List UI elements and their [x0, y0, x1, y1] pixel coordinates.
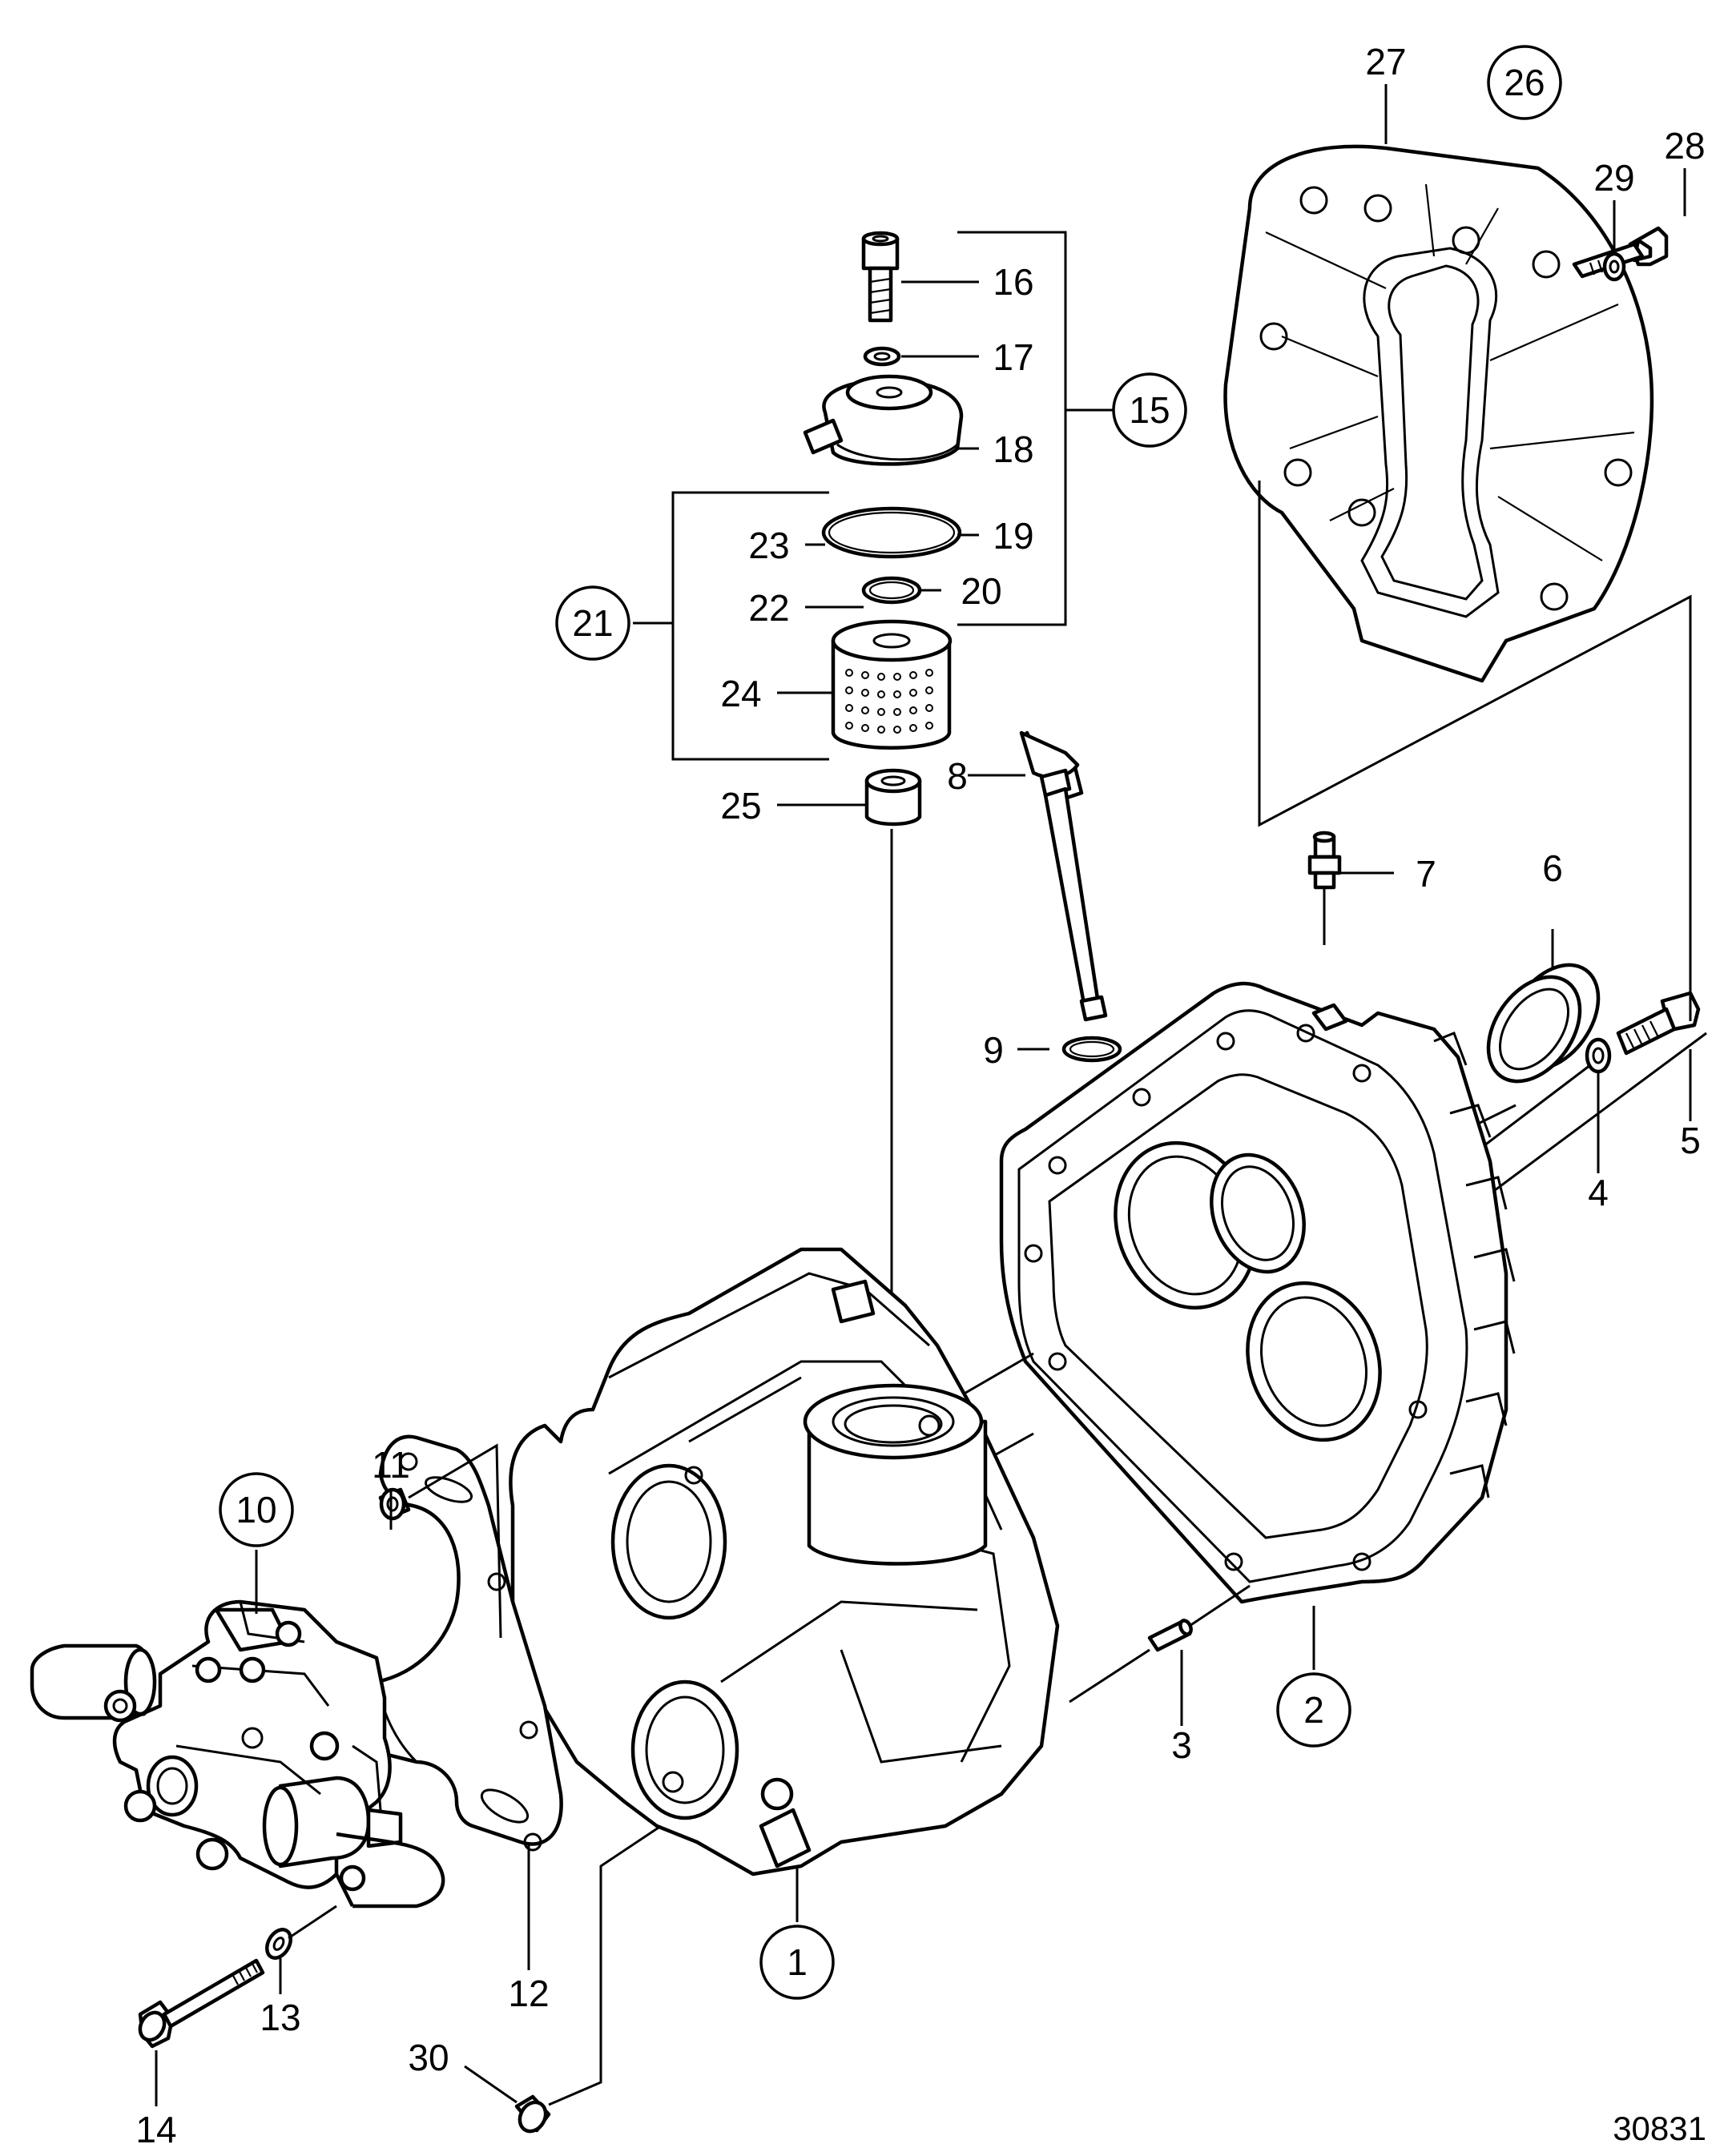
drawing-reference-number: 30831 [1613, 2110, 1706, 2147]
housing-1-filter-boss [803, 1383, 988, 1566]
callout-1: 1 [759, 1925, 835, 2000]
filter-element-24 [831, 619, 953, 750]
plug-30 [514, 1824, 662, 2134]
callout-19: 19 [993, 515, 1033, 557]
callout-3: 3 [1171, 1724, 1192, 1766]
spacer-25 [864, 768, 922, 827]
svg-text:26: 26 [1504, 62, 1545, 103]
valve-block-ports [103, 1620, 366, 1892]
bracket-15 [957, 231, 1114, 626]
washer-17 [863, 346, 901, 367]
filter-assembly [803, 231, 964, 1402]
sensor-7 [1307, 831, 1342, 945]
callout-4: 4 [1588, 1172, 1609, 1213]
gasket-12 [366, 1434, 563, 1852]
svg-text:15: 15 [1129, 389, 1170, 431]
callout-11: 11 [372, 1444, 410, 1486]
bolt-5 [1616, 991, 1701, 1056]
callout-17: 17 [993, 336, 1033, 378]
o-ring-9 [1061, 1036, 1122, 1063]
rear-cover-ribs [1265, 183, 1635, 561]
rear-cover-plate [1223, 144, 1654, 683]
callout-25: 25 [720, 785, 761, 827]
washer-4 [1585, 1037, 1612, 1074]
screw-16 [861, 231, 900, 323]
callout-27: 27 [1365, 41, 1406, 82]
dowel-pin-3 [1147, 1619, 1193, 1652]
callout-2: 2 [1276, 1672, 1351, 1748]
svg-text:1: 1 [787, 1941, 808, 1983]
callout-16: 16 [993, 261, 1033, 303]
callouts: 1 2 3 4 5 6 7 8 9 10 11 12 13 14 15 16 1… [135, 41, 1705, 2150]
callout-9: 9 [983, 1029, 1004, 1071]
svg-text:21: 21 [572, 602, 613, 644]
housing-2 [999, 981, 1516, 1604]
dipstick-8 [1019, 730, 1108, 1022]
callout-29: 29 [1593, 157, 1634, 199]
seal-6 [1486, 963, 1601, 1084]
valve-block-10 [30, 1599, 445, 1909]
callout-10: 10 [219, 1472, 294, 1547]
rear-cover-bolt-bosses [1259, 186, 1633, 611]
callout-8: 8 [947, 755, 968, 797]
callout-24: 24 [720, 673, 761, 714]
callout-7: 7 [1416, 853, 1436, 895]
callout-30: 30 [408, 2037, 449, 2078]
bracket-21 [633, 491, 829, 761]
callout-12: 12 [508, 1973, 549, 2014]
o-ring-19 [821, 506, 962, 559]
callout-26: 26 [1487, 45, 1562, 120]
callout-20: 20 [961, 570, 1001, 612]
filter-cover-18 [803, 374, 964, 466]
callout-5: 5 [1680, 1120, 1701, 1161]
callout-28: 28 [1664, 125, 1705, 167]
callout-18: 18 [993, 428, 1033, 470]
svg-text:2: 2 [1303, 1689, 1324, 1731]
svg-text:10: 10 [236, 1489, 276, 1531]
callout-22: 22 [748, 587, 789, 629]
washer-13 [265, 1928, 292, 1960]
housing-2-bolt-holes [1024, 1024, 1428, 1571]
ring-20 [861, 576, 922, 605]
bolt-28 [1572, 226, 1669, 279]
housing-1 [509, 1247, 1060, 1876]
housing-2-bores [1114, 1140, 1382, 1442]
callout-6: 6 [1542, 847, 1563, 889]
callout-13: 13 [260, 1997, 300, 2038]
housing-2-fins [1433, 1032, 1516, 1498]
housing-1-lugs [662, 1279, 941, 1868]
filter-perforations [845, 669, 933, 734]
bolt-14 [138, 1905, 337, 2049]
washer-29 [1602, 251, 1626, 282]
plug-11 [378, 1443, 502, 1639]
leader-lines [155, 84, 1692, 2106]
housing-1-bores [610, 1463, 739, 1820]
callout-23: 23 [748, 525, 789, 566]
callout-15: 15 [1112, 372, 1187, 448]
callout-14: 14 [135, 2109, 176, 2150]
callout-21: 21 [555, 585, 630, 661]
